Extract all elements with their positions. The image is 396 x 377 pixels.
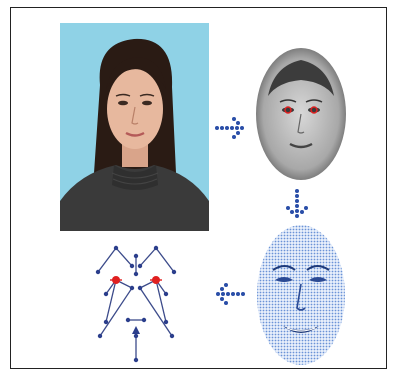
- grayscale-face: [254, 46, 348, 182]
- figure-frame: [10, 7, 387, 369]
- right-eye: [142, 101, 152, 106]
- portrait-photo: [60, 23, 209, 231]
- landmark-graph: [86, 244, 186, 364]
- left-eye: [118, 101, 128, 106]
- dotted-arrow-left-icon: [212, 282, 246, 306]
- face-mesh: [253, 222, 349, 368]
- dotted-arrow-right-icon: [214, 116, 246, 140]
- dotted-arrow-down-icon: [285, 188, 309, 220]
